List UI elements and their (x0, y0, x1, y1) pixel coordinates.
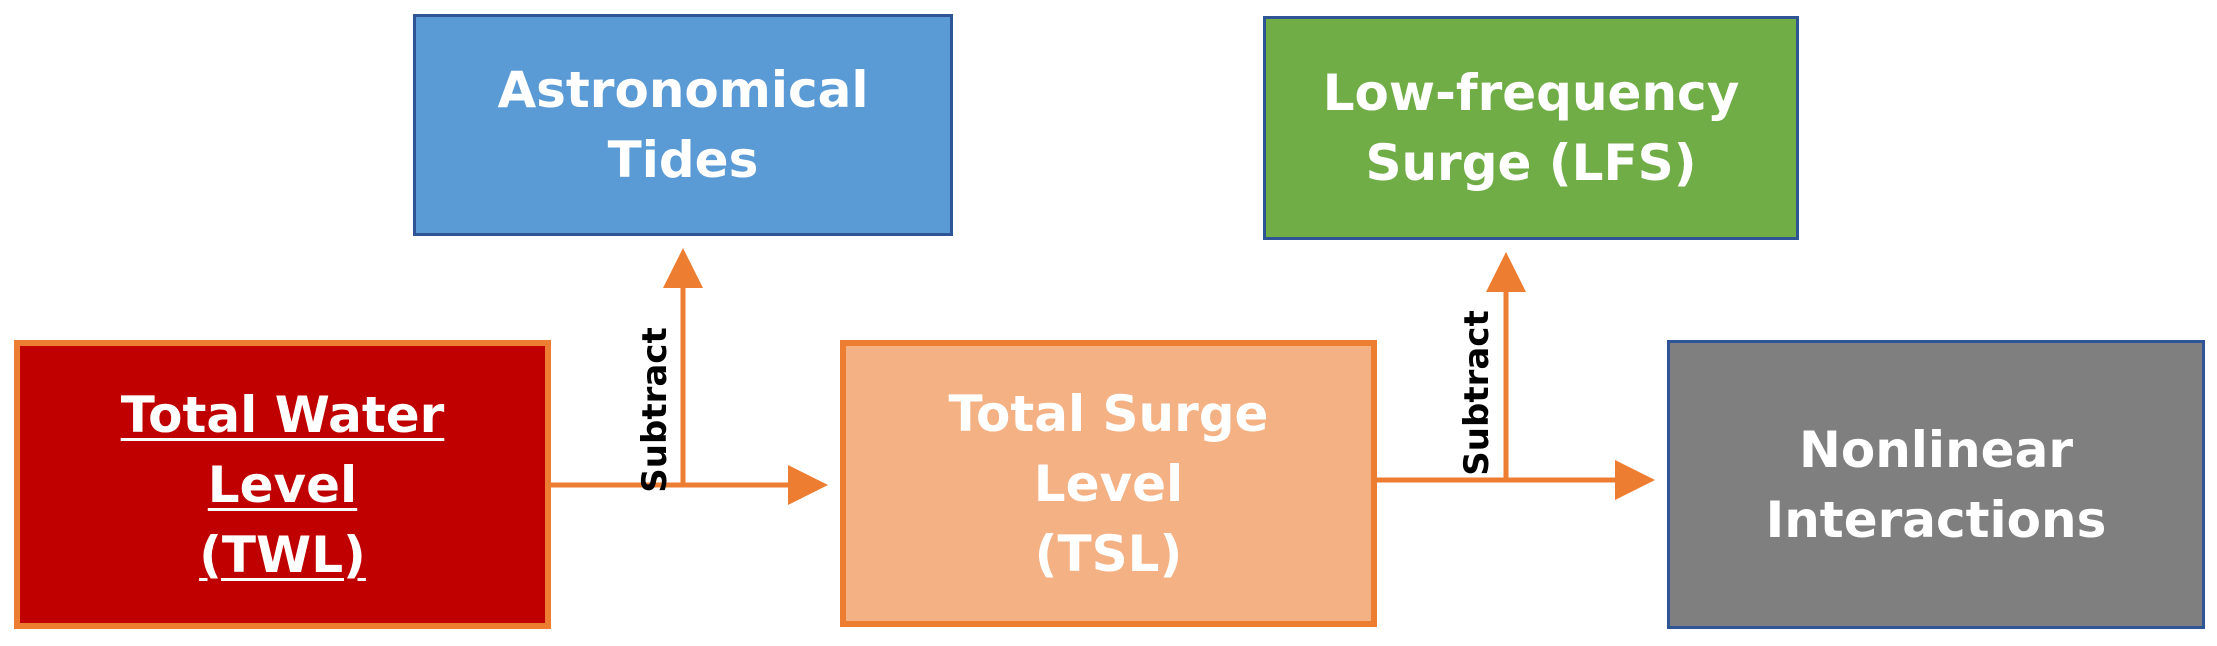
astronomical-tides-label: Astronomical Tides (497, 61, 869, 189)
low-frequency-surge-box: Low-frequency Surge (LFS) (1263, 16, 1799, 240)
total-water-level-label: Total Water Level (TWL) (120, 385, 445, 584)
nonlinear-interactions-box: Nonlinear Interactions (1667, 340, 2205, 629)
total-surge-level-box: Total Surge Level (TSL) (840, 340, 1377, 627)
low-frequency-surge-label: Low-frequency Surge (LFS) (1322, 64, 1740, 192)
nonlinear-interactions-label: Nonlinear Interactions (1765, 420, 2107, 549)
subtract-label-tides: Subtract (635, 327, 675, 493)
total-surge-level-label: Total Surge Level (TSL) (948, 384, 1269, 583)
subtract-label-lfs: Subtract (1457, 310, 1497, 476)
total-water-level-box: Total Water Level (TWL) (14, 340, 551, 629)
astronomical-tides-box: Astronomical Tides (413, 14, 953, 236)
